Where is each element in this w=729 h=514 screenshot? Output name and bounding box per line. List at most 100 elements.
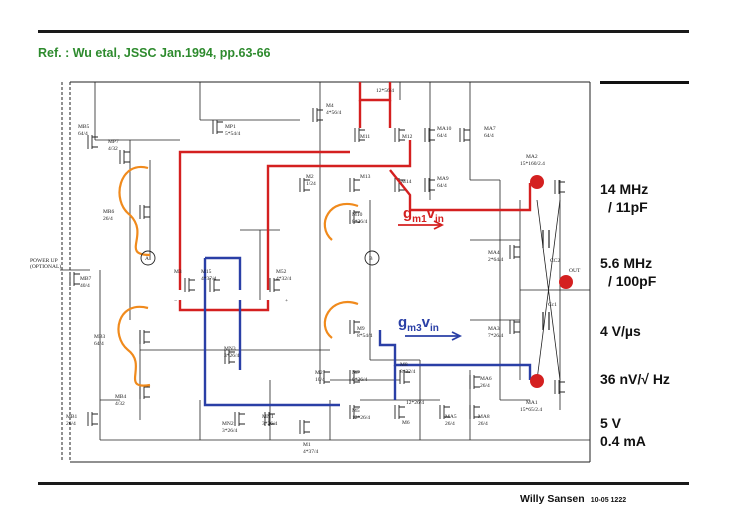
device-label: CC2 (550, 258, 560, 264)
device-label: POWER UP (30, 258, 58, 264)
device-label: 12*56/4 (376, 88, 394, 94)
device-label: MN2 (222, 421, 234, 427)
device-label: MA9 (437, 176, 449, 182)
device-label: M13 (360, 174, 371, 180)
orange-curve-mr6 (118, 165, 151, 257)
device-label: 64/4 (437, 133, 447, 139)
device-label: 26/4 (66, 421, 76, 427)
device-label: 26/4 (478, 421, 488, 427)
gm3-annotation: gm3vin (398, 314, 439, 334)
reference-citation: Ref. : Wu etal, JSSC Jan.1994, pp.63-66 (38, 46, 271, 60)
device-label: 4/32 (115, 401, 125, 407)
device-label: OUT (569, 268, 581, 274)
orange-curve-m10 (323, 203, 359, 241)
node-dot-out (559, 275, 573, 289)
device-label: M11 (360, 134, 370, 140)
device-label: MA7 (484, 126, 496, 132)
device-label: MP1 (225, 124, 236, 130)
device-label: MB5 (78, 124, 90, 130)
device-label: 26/4 (480, 383, 490, 389)
device-label: M2 (306, 174, 314, 180)
device-labels: MB5 64/4 MP7 4/32 MP1 5*54/4 M4 4*56/4 M… (30, 88, 581, 455)
device-label: M1 (303, 442, 311, 448)
device-label: M52 (276, 269, 287, 275)
footer-author: Willy Sansen (520, 493, 585, 505)
device-label: 3*26/4 (222, 428, 238, 434)
node-label-b: B (369, 256, 373, 262)
device-label: 15*65/2.4 (520, 407, 542, 413)
device-label: MR6 (103, 209, 115, 215)
device-label: M7 (352, 370, 360, 376)
device-label: M3 (174, 269, 182, 275)
device-label: M5 (352, 408, 360, 414)
device-label: 7*26/4 (488, 333, 504, 339)
spec-noise: 36 nV/√ Hz (600, 371, 670, 387)
blue-signal-path (203, 256, 532, 407)
spec-bandwidth-11pf-1: 14 MHz (600, 181, 649, 197)
orange-annotations (117, 165, 359, 387)
orange-curve-m9 (323, 301, 359, 339)
device-label: 64/4 (484, 133, 494, 139)
device-label: 12*26/4 (406, 400, 424, 406)
device-label: 26/4 (103, 216, 113, 222)
transistor-symbols (69, 108, 565, 434)
node-dot-bottom (530, 374, 544, 388)
device-label: 5*54/4 (225, 131, 241, 137)
device-label: − (174, 298, 177, 304)
compensation-capacitors (542, 230, 550, 330)
device-label: MB4 (115, 394, 127, 400)
device-label: MN3 (224, 346, 236, 352)
device-label: MN1 (262, 414, 274, 420)
device-label: 64/4 (94, 341, 104, 347)
device-label: 1/24 (306, 181, 316, 187)
device-label: M10 (352, 212, 363, 218)
device-label: MA10 (437, 126, 452, 132)
device-label: 4*32/4 (276, 276, 292, 282)
device-label: M14 (401, 179, 412, 185)
top-rule (38, 30, 689, 33)
device-label: MA4 (488, 250, 500, 256)
device-label: MB7 (80, 276, 92, 282)
node-markers (140, 250, 380, 266)
red-signal-path (178, 82, 532, 312)
device-label: 3*26/4 (224, 353, 240, 359)
spec-bandwidth-11pf-2: / 11pF (608, 199, 648, 215)
device-label: MA2 (526, 154, 538, 160)
device-label: 40/4 (80, 283, 90, 289)
device-label: 4*56/4 (326, 110, 342, 116)
device-label: M2 (315, 370, 323, 376)
output-node-dots (530, 175, 573, 388)
device-label: (OPTIONAL) (30, 263, 61, 270)
gm1-annotation: gm1vin (403, 205, 444, 225)
device-label: MA5 (445, 414, 457, 420)
device-label: MA8 (478, 414, 490, 420)
device-label: 8*32/4 (400, 369, 416, 375)
device-label: M6 (402, 420, 410, 426)
device-label: 4*37/4 (201, 276, 217, 282)
device-label: 64/4 (437, 183, 447, 189)
schematic-wiring (60, 82, 590, 441)
device-label: 8*26/4 (352, 219, 368, 225)
device-label: 15*160/2.4 (520, 161, 545, 167)
device-label: MB3 (94, 334, 106, 340)
orange-curve-mb5 (117, 305, 151, 387)
device-label: MP7 (108, 139, 119, 145)
device-label: 64/4 (78, 131, 88, 137)
device-label: M12 (402, 134, 413, 140)
device-label: 3*26/4 (262, 421, 278, 427)
device-label: 8*54/4 (357, 333, 373, 339)
device-label: MA1 (526, 400, 538, 406)
device-label: 10/4 (315, 377, 325, 383)
device-label: MB1 (66, 414, 78, 420)
device-label: 2*64/4 (488, 257, 504, 263)
device-label: 6*26/4 (352, 377, 368, 383)
bottom-rule (38, 482, 689, 485)
device-label: 26/4 (445, 421, 455, 427)
arrows (398, 220, 463, 341)
node-dot-top (530, 175, 544, 189)
node-label-a: A (145, 256, 149, 262)
device-label: MA6 (480, 376, 492, 382)
spec-bandwidth-100pf-1: 5.6 MHz (600, 255, 653, 271)
spec-current: 0.4 mA (600, 433, 646, 449)
